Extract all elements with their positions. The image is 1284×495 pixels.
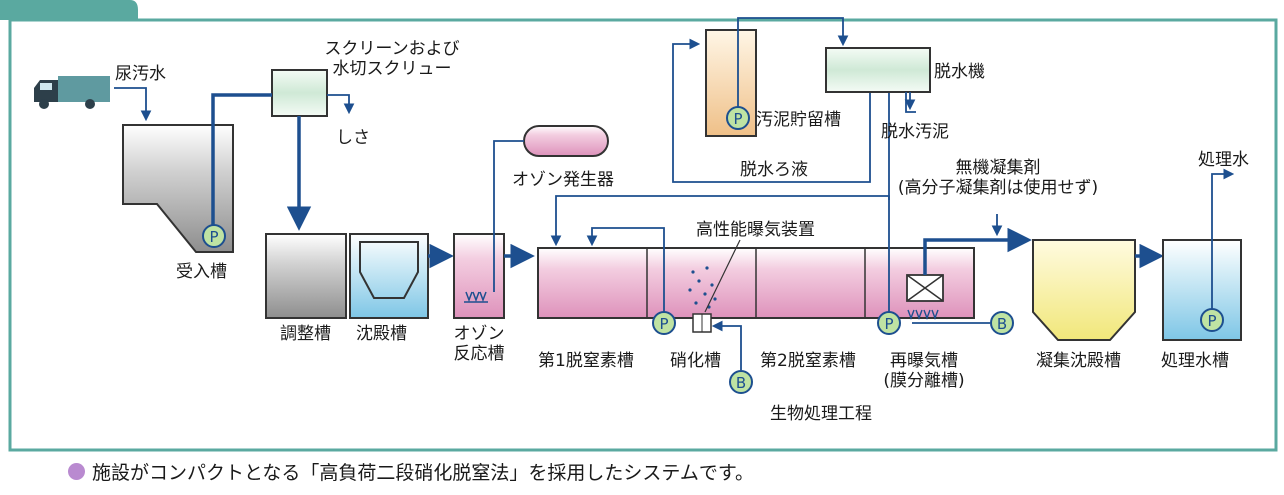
label-biological-process: 生物処理工程 (770, 404, 872, 424)
pump-icon: P (726, 106, 750, 130)
pump-icon: P (1200, 308, 1224, 332)
svg-text:P: P (659, 315, 668, 333)
svg-text:B: B (736, 374, 746, 392)
label-urine: 尿汚水 (115, 64, 166, 84)
label-treated-water: 処理水 (1198, 150, 1249, 170)
header-tab (0, 0, 138, 20)
receiving-tank (122, 124, 234, 253)
label-coagulation-settling: 凝集沈殿槽 (1036, 351, 1121, 371)
bullet-icon (68, 463, 85, 480)
svg-text:P: P (1207, 312, 1216, 330)
biological-tanks (537, 247, 975, 319)
label-adjustment-tank: 調整槽 (280, 324, 331, 344)
label-settling-tank: 沈殿槽 (356, 324, 407, 344)
svg-text:P: P (209, 228, 218, 246)
pump-icon: P (652, 311, 676, 335)
label-coagulant: 無機凝集剤 (高分子凝集剤は使用せず) (897, 158, 1099, 198)
label-ozone-reaction-tank: オゾン 反応槽 (453, 324, 505, 364)
truck-icon (34, 76, 110, 109)
label-grit: しさ (336, 128, 370, 148)
blower-icon: B (990, 311, 1014, 335)
adjustment-tank (265, 233, 347, 319)
settling-tank (349, 233, 429, 319)
label-aerator: 高性能曝気装置 (696, 220, 815, 240)
label-dewatered-sludge: 脱水汚泥 (881, 122, 949, 142)
label-reaeration: 再曝気槽 (膜分離槽) (883, 351, 965, 391)
label-denitrification-2: 第2脱窒素槽 (760, 351, 856, 371)
label-treated-water-tank: 処理水槽 (1161, 351, 1229, 371)
pump-icon: P (877, 311, 901, 335)
screen-unit (271, 69, 328, 117)
ozone-reaction-tank (453, 233, 505, 319)
diffuser-icon-2 (907, 309, 939, 320)
dewatering-machine (825, 47, 931, 93)
air-bubbles (688, 266, 717, 309)
svg-text:P: P (884, 315, 893, 333)
label-denitrification-1: 第1脱窒素槽 (538, 351, 634, 371)
label-sludge-storage: 汚泥貯留槽 (756, 110, 841, 130)
coagulation-settling-tank (1032, 239, 1136, 341)
pump-icon: P (202, 224, 226, 248)
footnote: 施設がコンパクトとなる「高負荷二段硝化脱窒法」を採用したシステムです。 (92, 462, 754, 484)
diffuser-icon (464, 291, 488, 303)
svg-text:P: P (733, 110, 742, 128)
label-filtrate: 脱水ろ液 (740, 160, 808, 180)
svg-text:B: B (997, 315, 1007, 333)
membrane-icon (906, 274, 944, 302)
label-dewatering-machine: 脱水機 (934, 62, 985, 82)
ozone-generator (523, 125, 609, 157)
label-ozone-generator: オゾン発生器 (512, 170, 614, 190)
blower-icon: B (729, 370, 753, 394)
label-nitrification: 硝化槽 (670, 351, 721, 371)
label-receiving-tank: 受入槽 (176, 262, 227, 282)
label-screen: スクリーンおよび 水切スクリュー (324, 39, 460, 79)
